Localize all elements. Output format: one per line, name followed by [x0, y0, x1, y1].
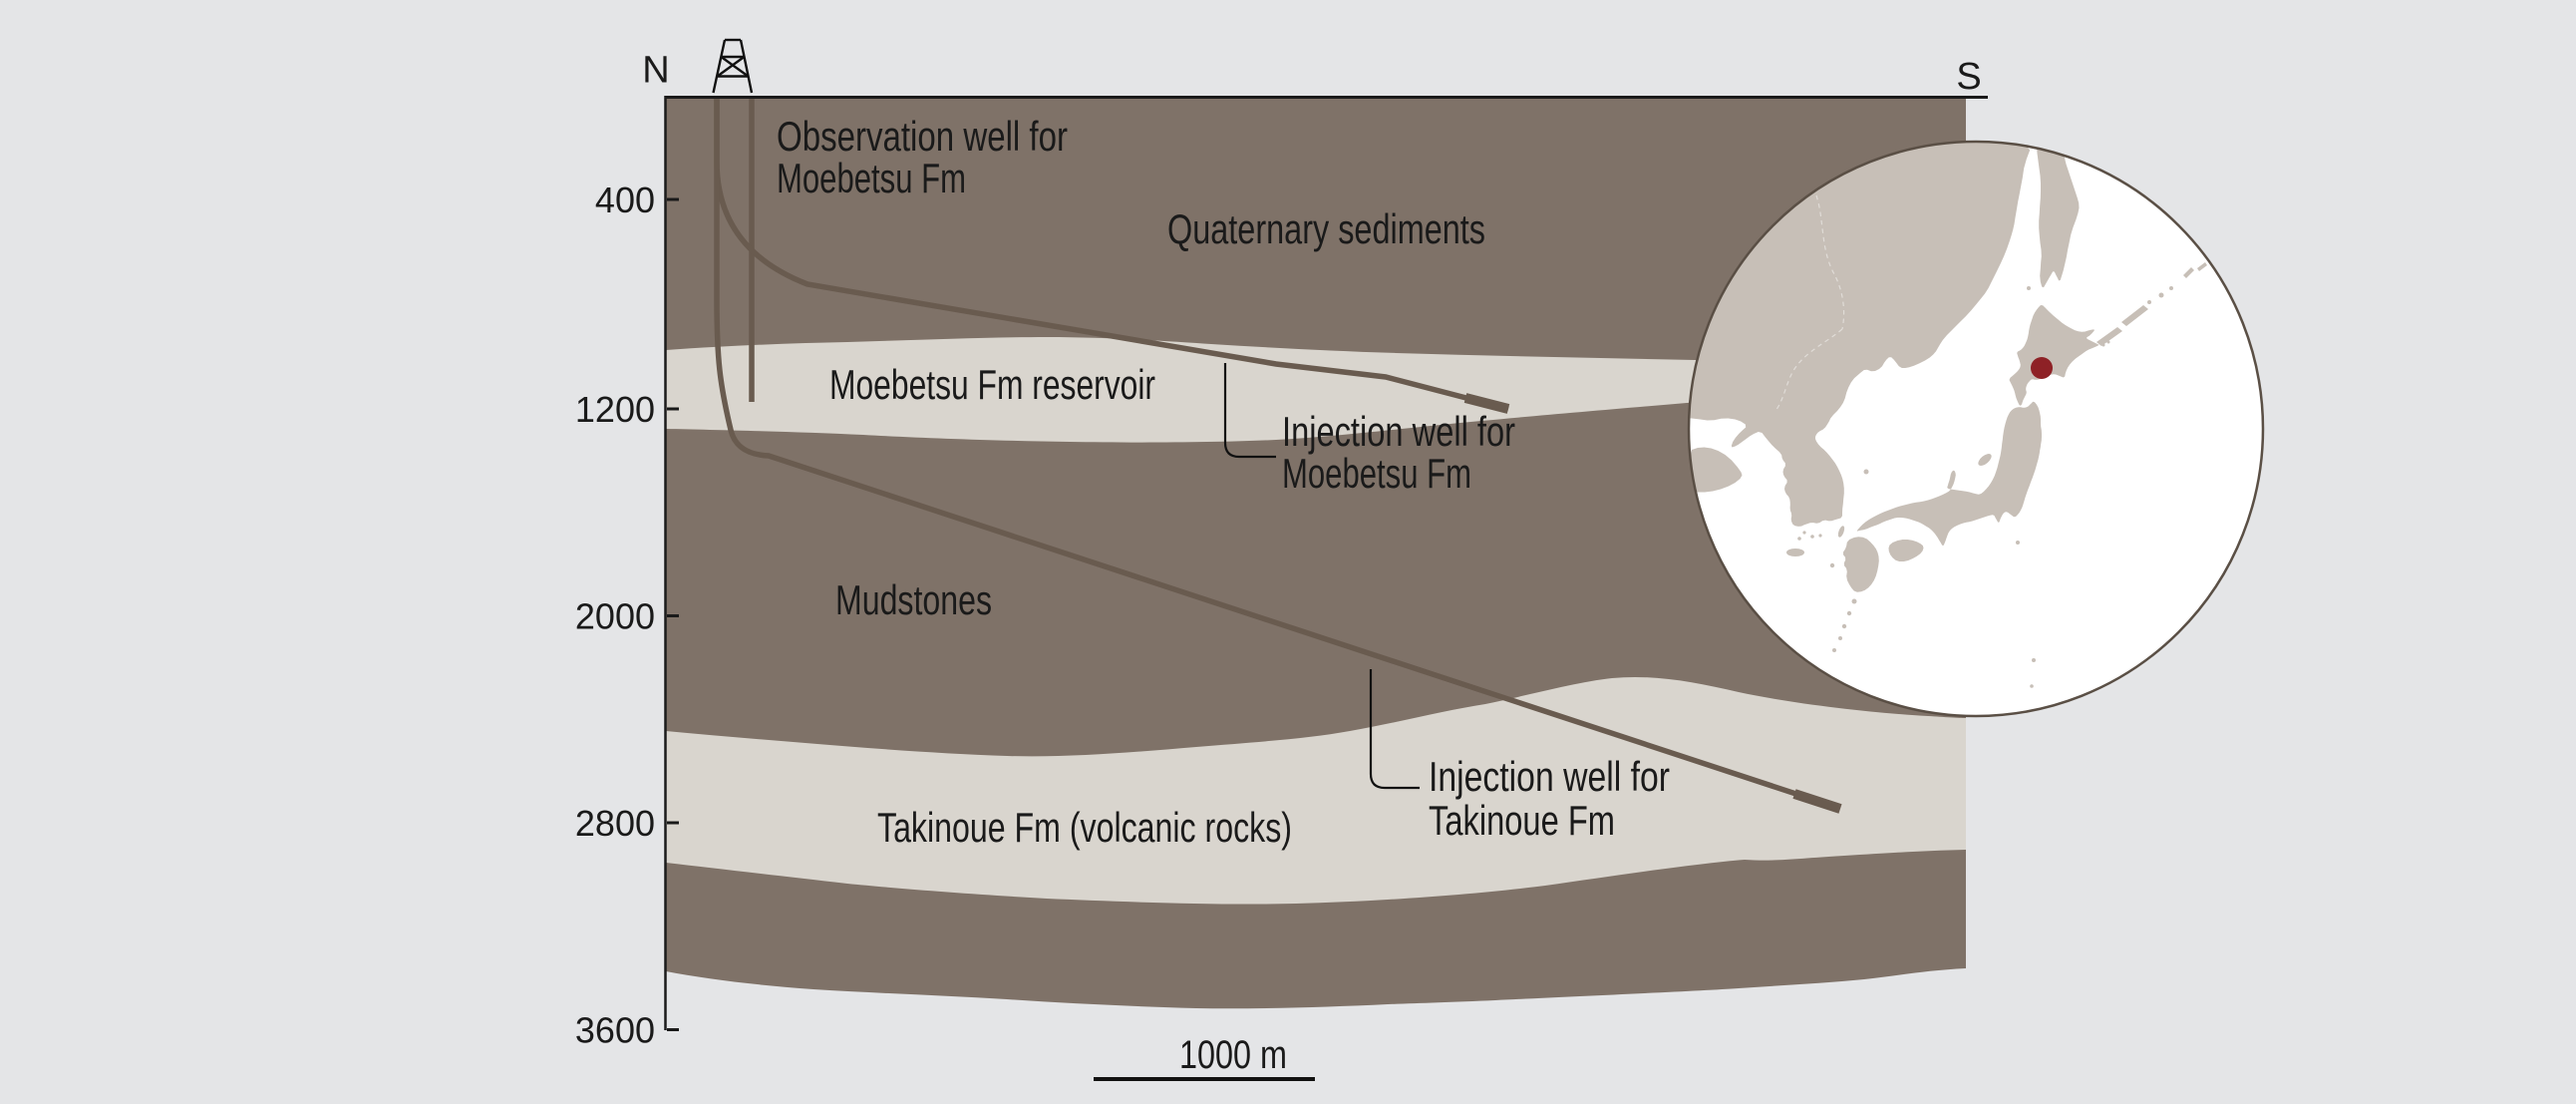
svg-text:Mudstones: Mudstones	[835, 576, 992, 623]
svg-text:Quaternary sediments: Quaternary sediments	[1167, 205, 1485, 252]
svg-text:2800: 2800	[575, 803, 655, 844]
svg-text:1000 m: 1000 m	[1179, 1033, 1287, 1077]
svg-text:Injection well for: Injection well for	[1282, 408, 1515, 455]
svg-text:Takinoue Fm: Takinoue Fm	[1429, 797, 1615, 844]
svg-text:Injection well for: Injection well for	[1429, 753, 1670, 800]
svg-text:Takinoue Fm (volcanic rocks): Takinoue Fm (volcanic rocks)	[877, 804, 1292, 851]
svg-text:Moebetsu Fm: Moebetsu Fm	[1282, 450, 1471, 497]
svg-text:N: N	[642, 50, 669, 92]
svg-text:400: 400	[595, 180, 655, 220]
svg-text:2000: 2000	[575, 596, 655, 637]
svg-text:Moebetsu Fm reservoir: Moebetsu Fm reservoir	[829, 361, 1155, 408]
svg-text:Moebetsu Fm: Moebetsu Fm	[777, 155, 966, 201]
svg-text:3600: 3600	[575, 1010, 655, 1051]
svg-text:1200: 1200	[575, 389, 655, 430]
svg-text:S: S	[1956, 56, 1981, 98]
svg-text:Observation well for: Observation well for	[777, 113, 1068, 160]
